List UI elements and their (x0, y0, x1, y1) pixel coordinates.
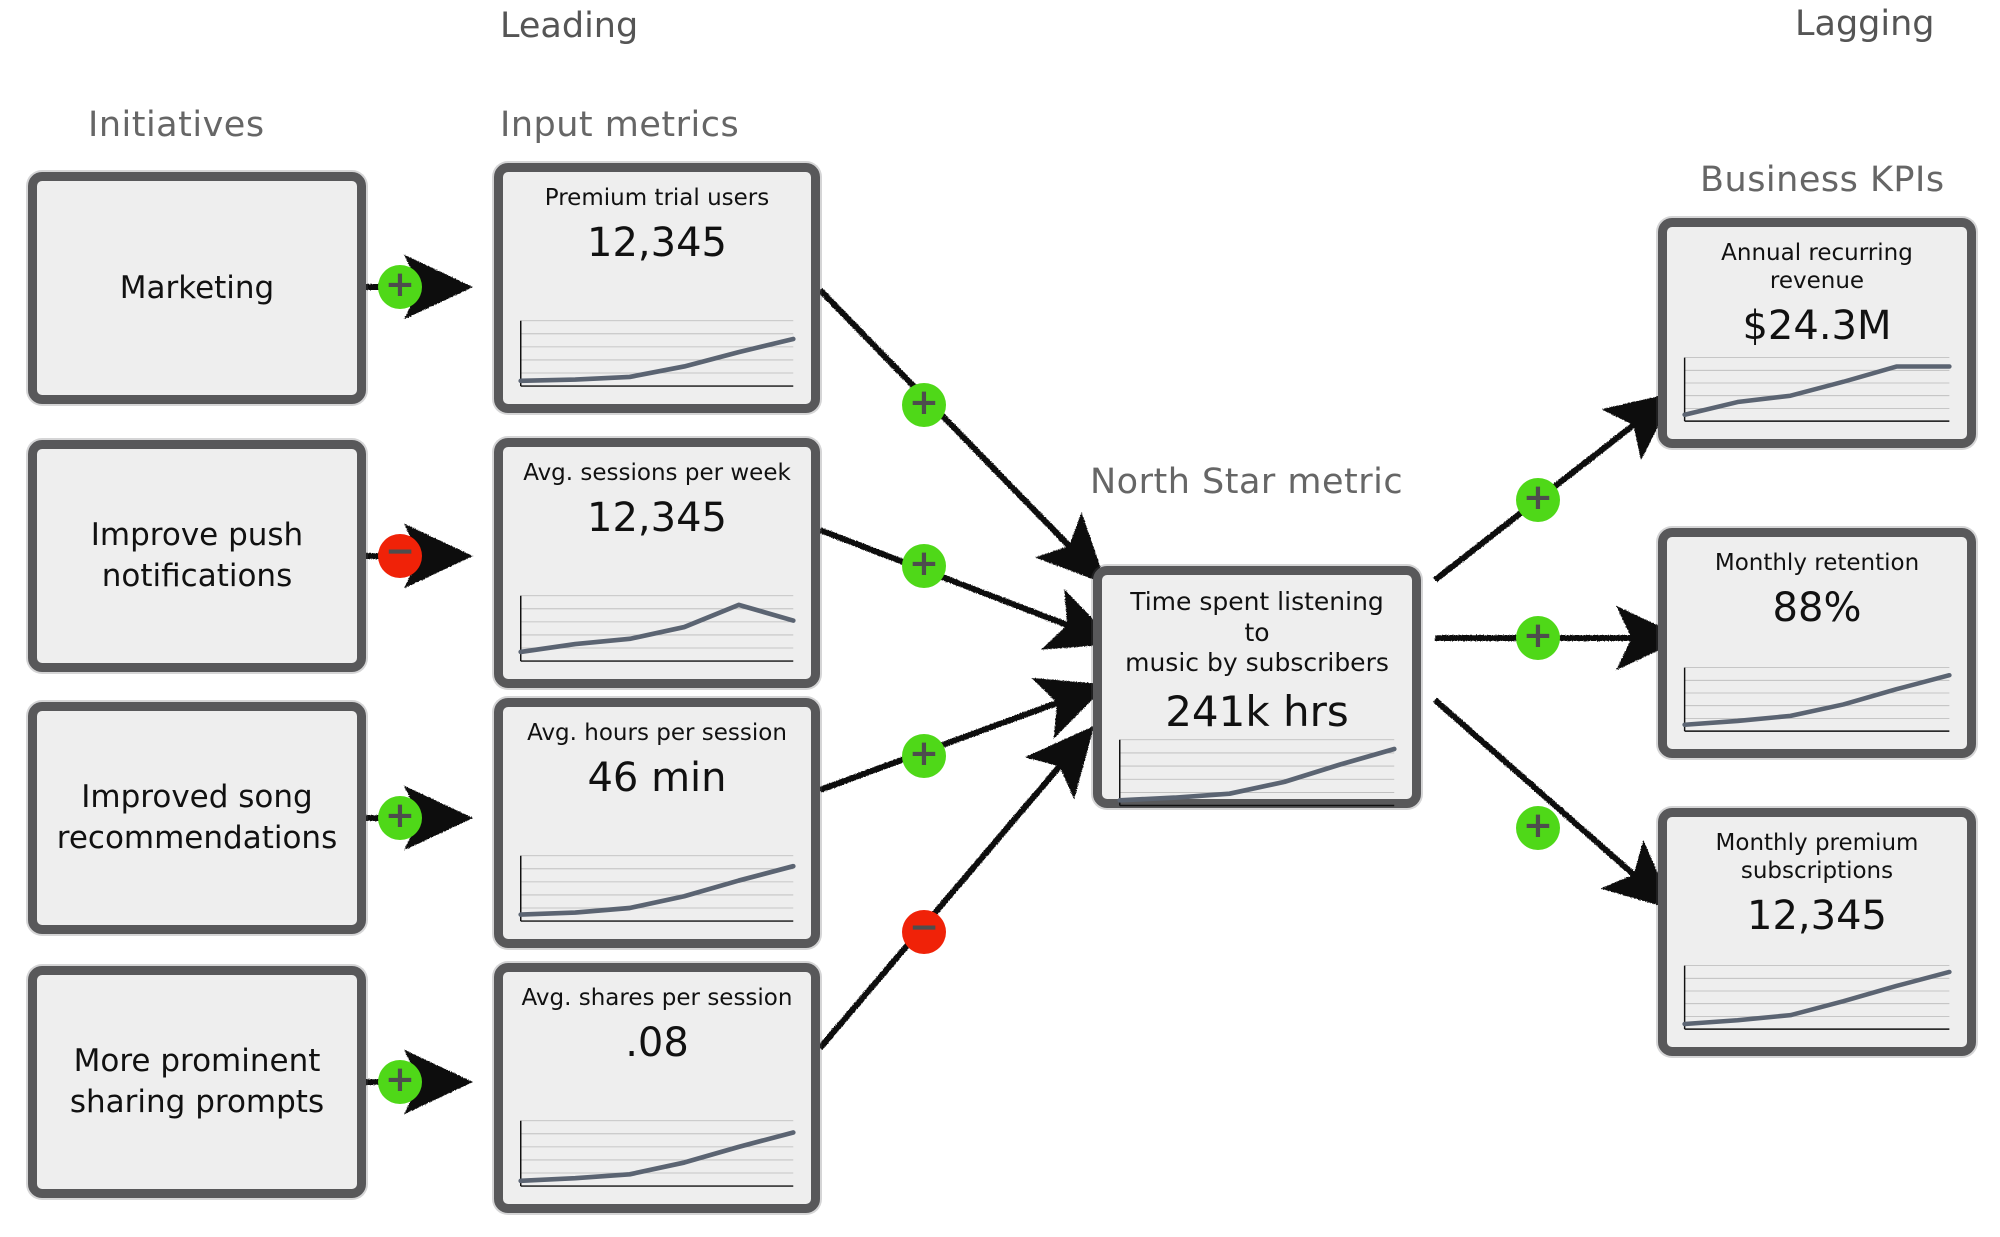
positive-badge-nsm-to-subscriptions[interactable]: + (1516, 806, 1560, 850)
metric-title: Time spent listening to music by subscri… (1125, 587, 1389, 677)
edge-trial-users-to-nsm (817, 287, 1107, 585)
metric-value: 46 min (587, 755, 727, 802)
initiative-label: More prominent sharing prompts (69, 1043, 325, 1120)
metric-value: .08 (625, 1020, 689, 1067)
metric-value: 12,345 (1747, 893, 1887, 940)
metric-title: Annual recurring revenue (1721, 240, 1913, 295)
metric-title: Premium trial users (544, 185, 770, 211)
metric-title: Avg. sessions per week (523, 460, 791, 486)
plus-icon: + (908, 732, 940, 774)
minus-icon: − (908, 906, 940, 948)
axis-label-leading: Leading (500, 6, 639, 46)
sparkline-chart (517, 852, 797, 925)
initiative-card-push-notifications[interactable]: Improve push notifications (28, 440, 366, 672)
positive-badge-trial-users-to-nsm[interactable]: + (902, 383, 946, 427)
positive-badge-nsm-to-retention[interactable]: + (1516, 616, 1560, 660)
metric-value: 12,345 (587, 495, 727, 542)
minus-icon: − (384, 530, 416, 572)
sparkline-chart (1681, 354, 1953, 425)
initiative-label: Marketing (119, 269, 275, 306)
edge-nsm-to-subscriptions (1433, 697, 1674, 910)
column-heading-business-kpis: Business KPIs (1700, 160, 1945, 200)
input-metric-card-sessions-per-week[interactable]: Avg. sessions per week 12,345 (494, 438, 820, 688)
metric-title: Monthly retention (1714, 550, 1920, 576)
initiative-label: Improve push notifications (90, 517, 304, 594)
sparkline-chart (517, 592, 797, 665)
plus-icon: + (384, 794, 416, 836)
north-star-metric-card[interactable]: Time spent listening to music by subscri… (1093, 566, 1421, 808)
metric-title: Monthly premium subscriptions (1715, 830, 1919, 885)
negative-badge-push-notifications[interactable]: − (378, 530, 422, 578)
plus-icon: + (1522, 614, 1554, 656)
column-heading-north-star: North Star metric (1090, 462, 1404, 502)
plus-icon: + (1522, 804, 1554, 846)
business-kpi-card-monthly-retention[interactable]: Monthly retention 88% (1658, 528, 1976, 758)
positive-badge-nsm-to-arr[interactable]: + (1516, 478, 1560, 522)
column-heading-initiatives: Initiatives (88, 105, 265, 145)
positive-badge-sessions-to-nsm[interactable]: + (902, 544, 946, 588)
initiative-card-sharing-prompts[interactable]: More prominent sharing prompts (28, 966, 366, 1198)
business-kpi-card-monthly-premium-subscriptions[interactable]: Monthly premium subscriptions 12,345 (1658, 808, 1976, 1056)
metric-value: 88% (1772, 585, 1862, 632)
positive-badge-marketing[interactable]: + (378, 265, 422, 309)
metric-title: Avg. hours per session (527, 720, 787, 746)
plus-icon: + (384, 1058, 416, 1100)
metric-value: 241k hrs (1165, 686, 1349, 736)
plus-icon: + (908, 542, 940, 584)
metric-value: 12,345 (587, 220, 727, 267)
negative-badge-shares-to-nsm[interactable]: − (902, 906, 946, 954)
metric-value: $24.3M (1742, 303, 1892, 350)
positive-badge-hours-to-nsm[interactable]: + (902, 734, 946, 778)
metric-title: Avg. shares per session (521, 985, 793, 1011)
sparkline-chart (1681, 664, 1953, 735)
sparkline-chart (1681, 962, 1953, 1033)
plus-icon: + (384, 263, 416, 305)
initiative-card-marketing[interactable]: Marketing (28, 172, 366, 404)
initiative-card-song-recommendations[interactable]: Improved song recommendations (28, 702, 366, 934)
edge-shares-to-nsm (817, 725, 1095, 1050)
axis-label-lagging: Lagging (1795, 4, 1935, 44)
plus-icon: + (1522, 476, 1554, 518)
input-metric-card-hours-per-session[interactable]: Avg. hours per session 46 min (494, 698, 820, 948)
edge-sessions-to-nsm (818, 527, 1118, 650)
business-kpi-card-annual-recurring-revenue[interactable]: Annual recurring revenue $24.3M (1658, 218, 1976, 448)
positive-badge-song-recommendations[interactable]: + (378, 796, 422, 840)
positive-badge-sharing-prompts[interactable]: + (378, 1060, 422, 1104)
input-metric-card-premium-trial-users[interactable]: Premium trial users 12,345 (494, 163, 820, 413)
input-metric-card-shares-per-session[interactable]: Avg. shares per session .08 (494, 963, 820, 1213)
column-heading-input-metrics: Input metrics (500, 105, 740, 145)
sparkline-chart (1116, 736, 1398, 809)
sparkline-chart (517, 317, 797, 390)
plus-icon: + (908, 381, 940, 423)
initiative-label: Improved song recommendations (56, 779, 338, 856)
sparkline-chart (517, 1117, 797, 1190)
